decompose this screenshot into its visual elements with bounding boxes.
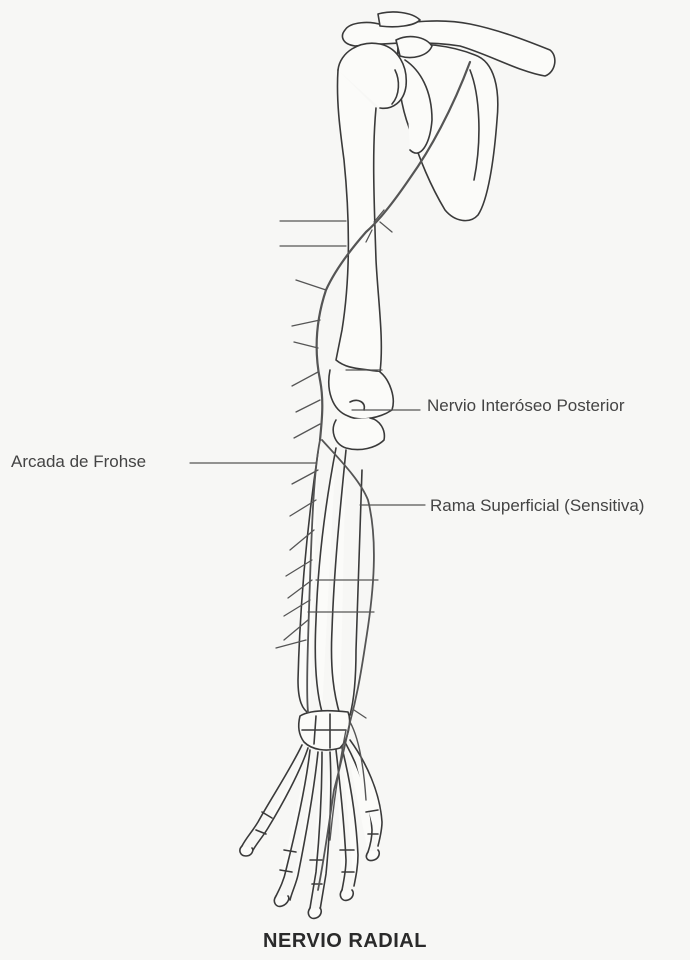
label-rama-superficial: Rama Superficial (Sensitiva) (430, 496, 644, 516)
bones (240, 12, 555, 918)
label-arcada-de-frohse: Arcada de Frohse (11, 452, 146, 472)
elbow-joint (329, 370, 393, 419)
diagram-title: NERVIO RADIAL (0, 930, 690, 953)
finger-bones (240, 740, 382, 918)
label-nervio-interoseo-posterior: Nervio Interóseo Posterior (427, 396, 624, 416)
